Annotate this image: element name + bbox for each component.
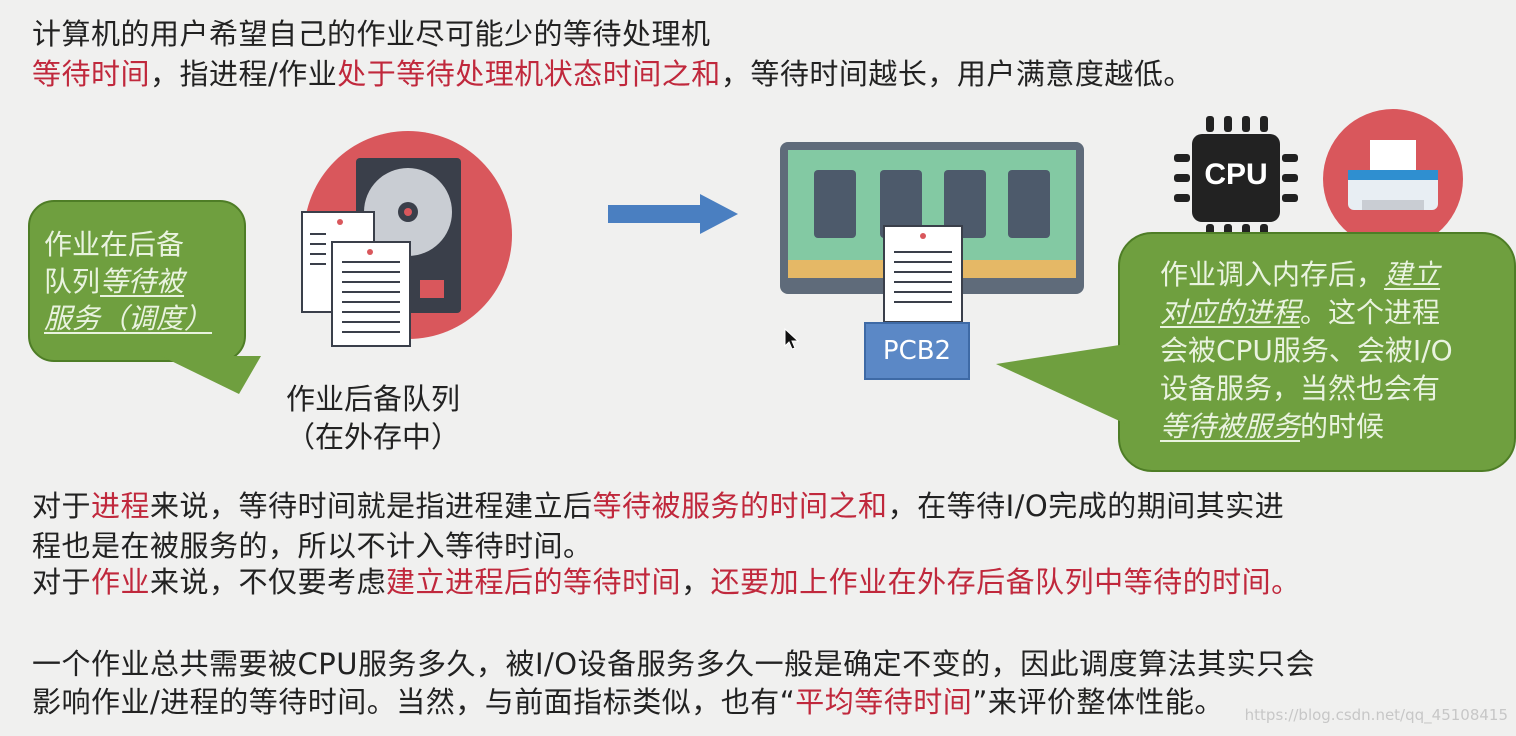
printer-icon	[1323, 109, 1463, 249]
callout-line: 作业在后备	[44, 228, 185, 261]
callout-line: 设备服务，当然也会有	[1160, 372, 1441, 405]
definition-highlight: 处于等待处理机状态时间之和	[337, 57, 721, 91]
arrow-right-icon	[608, 194, 738, 234]
process-paragraph: 对于进程来说，等待时间就是指进程建立后等待被服务的时间之和，在等待I/O完成的期…	[32, 489, 1285, 523]
definition-end: ，等待时间越长，用户满意度越低。	[720, 57, 1193, 91]
callout-line: 服务（调度）	[44, 302, 213, 335]
cpu-chip-icon	[1174, 116, 1298, 240]
callout-line: 对应的进程。这个进程	[1160, 296, 1441, 329]
term-waiting-time: 等待时间	[32, 57, 151, 91]
callout-line: 队列等待被	[44, 265, 185, 298]
definition-mid: ，指进程/作业	[150, 57, 338, 91]
process-callout: 作业调入内存后，建立 对应的进程。这个进程 会被CPU服务、会被I/O 设备服务…	[996, 232, 1516, 472]
document-stack-icon	[301, 211, 411, 347]
cpu-label: CPU	[1204, 158, 1268, 191]
pcb-label: PCB2	[864, 322, 970, 380]
summary-paragraph-cont: 影响作业/进程的等待时间。当然，与前面指标类似，也有“平均等待时间”来评价整体性…	[32, 685, 1224, 719]
callout-line: 等待被服务的时候	[1160, 410, 1385, 443]
callout-line: 作业调入内存后，建立	[1160, 258, 1441, 291]
mouse-cursor-icon	[784, 328, 800, 350]
definition-line: 等待时间，指进程/作业处于等待处理机状态时间之和，等待时间越长，用户满意度越低。	[32, 56, 1193, 92]
watermark: https://blog.csdn.net/qq_45108415	[1244, 706, 1508, 724]
intro-line: 计算机的用户希望自己的作业尽可能少的等待处理机	[32, 17, 711, 51]
job-queue-callout: 作业在后备 队列等待被 服务（调度）	[28, 200, 299, 394]
summary-paragraph: 一个作业总共需要被CPU服务多久，被I/O设备服务多久一般是确定不变的，因此调度…	[32, 647, 1316, 681]
document-icon	[883, 225, 963, 323]
callout-line: 会被CPU服务、会被I/O	[1160, 334, 1453, 367]
process-paragraph-cont: 程也是在被服务的，所以不计入等待时间。	[32, 529, 593, 563]
queue-caption: 作业后备队列 （在外存中）	[285, 382, 460, 454]
job-paragraph: 对于作业来说，不仅要考虑建立进程后的等待时间，还要加上作业在外存后备队列中等待的…	[32, 565, 1301, 599]
